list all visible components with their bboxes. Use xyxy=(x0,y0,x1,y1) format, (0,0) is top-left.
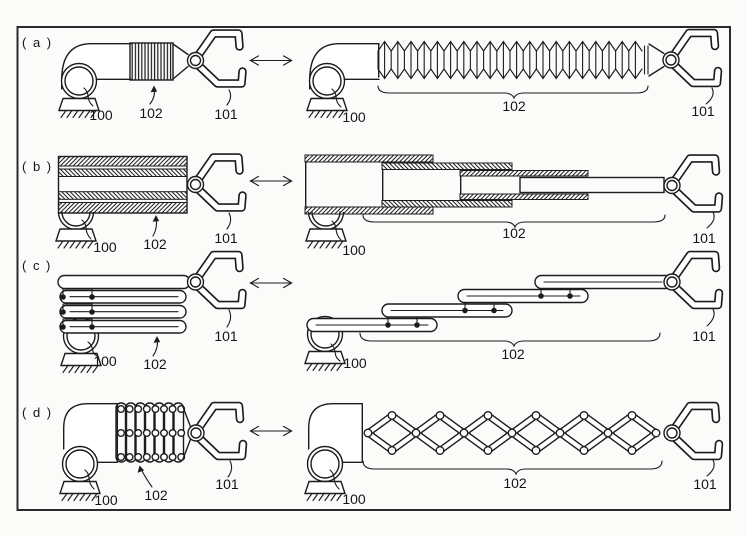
robot-base xyxy=(60,403,117,501)
label-gripper: 101 xyxy=(692,230,716,246)
brace-102 xyxy=(362,214,666,229)
leader-100 xyxy=(330,343,341,362)
gripper xyxy=(188,158,243,208)
robot-base xyxy=(306,212,346,248)
scissor-folded xyxy=(115,402,192,463)
scissor-extended xyxy=(363,411,661,456)
panel-a-extended: 100 102 101 xyxy=(307,33,718,125)
label-arm: 102 xyxy=(502,225,526,241)
leader-101 xyxy=(705,87,714,105)
label-base: 100 xyxy=(89,107,113,123)
label-base: 100 xyxy=(342,109,366,125)
bellows-retracted xyxy=(129,42,189,81)
label-base: 100 xyxy=(343,355,367,371)
panel-c: ( c ) 100 102 101 xyxy=(22,255,719,373)
panel-d-retracted: 100 102 101 xyxy=(60,403,243,508)
panel-b-extended: 100 102 101 xyxy=(304,154,719,258)
gripper xyxy=(188,34,243,84)
leader-102-arrowhead xyxy=(153,336,161,343)
panel-d-extended: 100 102 101 xyxy=(305,403,719,507)
panel-c-tag: ( c ) xyxy=(22,258,52,273)
panel-b-retracted: 100 102 101 xyxy=(56,155,243,255)
gripper xyxy=(664,406,719,456)
leader-100 xyxy=(331,220,342,241)
slats-folded xyxy=(57,274,191,334)
label-gripper: 101 xyxy=(214,106,238,122)
robot-base xyxy=(305,403,362,501)
bellows-extended xyxy=(377,40,665,80)
double-arrow-icon xyxy=(249,425,293,437)
label-gripper: 101 xyxy=(693,476,717,492)
gripper xyxy=(188,406,243,456)
pivot-holes xyxy=(116,405,186,462)
leader-101 xyxy=(227,460,233,478)
leader-101 xyxy=(706,211,715,229)
leader-100 xyxy=(84,469,95,490)
label-arm: 102 xyxy=(139,105,163,121)
label-arm: 102 xyxy=(143,356,167,372)
label-gripper: 101 xyxy=(214,328,238,344)
leader-100 xyxy=(331,88,342,108)
gripper xyxy=(188,255,243,305)
panel-a-tag: ( a ) xyxy=(22,35,53,50)
label-base: 100 xyxy=(342,242,366,258)
brace-102 xyxy=(377,85,649,100)
label-gripper: 101 xyxy=(215,476,239,492)
panel-a: ( a ) 100 102 101 xyxy=(22,33,718,125)
slats-unfolded xyxy=(306,274,673,333)
double-arrow-icon xyxy=(249,175,293,187)
label-arm: 102 xyxy=(501,346,525,362)
gripper xyxy=(664,255,719,305)
gripper xyxy=(663,33,718,83)
panel-a-retracted: 100 102 101 xyxy=(59,34,243,123)
leader-101 xyxy=(226,212,232,230)
panel-c-retracted: 100 102 101 xyxy=(57,255,243,373)
leader-101 xyxy=(226,89,232,106)
label-base: 100 xyxy=(94,492,118,508)
panel-c-extended: 100 102 101 xyxy=(305,255,719,371)
double-arrow-icon xyxy=(249,55,293,66)
label-arm: 102 xyxy=(144,487,168,503)
leader-101 xyxy=(706,459,715,477)
leader-100 xyxy=(81,219,92,240)
leader-102 xyxy=(140,468,153,488)
label-arm: 102 xyxy=(143,236,167,252)
panel-d: ( d ) xyxy=(22,403,719,508)
brace-102 xyxy=(362,460,663,476)
scissor-joints xyxy=(363,411,661,456)
label-base: 100 xyxy=(93,353,117,369)
telescope-extended xyxy=(304,154,665,215)
label-arm: 102 xyxy=(503,475,527,491)
leader-100 xyxy=(83,87,94,107)
robot-base xyxy=(307,43,379,118)
label-gripper: 101 xyxy=(214,230,238,246)
telescope-retracted xyxy=(57,155,188,214)
panel-b: ( b ) 100 102 101 xyxy=(22,155,719,258)
label-base: 100 xyxy=(93,239,117,255)
robot-base xyxy=(56,212,96,248)
gripper xyxy=(664,159,719,209)
leader-101 xyxy=(706,308,715,327)
leader-101 xyxy=(226,309,232,328)
label-base: 100 xyxy=(342,491,366,507)
panel-b-tag: ( b ) xyxy=(22,159,53,174)
leader-102-arrowhead xyxy=(137,465,145,473)
double-arrow-icon xyxy=(249,277,293,289)
leader-102-arrowhead xyxy=(150,85,158,93)
label-gripper: 101 xyxy=(692,328,716,344)
leader-100 xyxy=(87,341,98,357)
label-gripper: 101 xyxy=(691,103,715,119)
panel-d-tag: ( d ) xyxy=(22,405,53,420)
label-arm: 102 xyxy=(502,98,526,114)
brace-102 xyxy=(359,332,661,348)
leader-102-arrowhead xyxy=(152,215,160,222)
figure-border xyxy=(16,26,731,511)
leader-100 xyxy=(329,469,340,490)
